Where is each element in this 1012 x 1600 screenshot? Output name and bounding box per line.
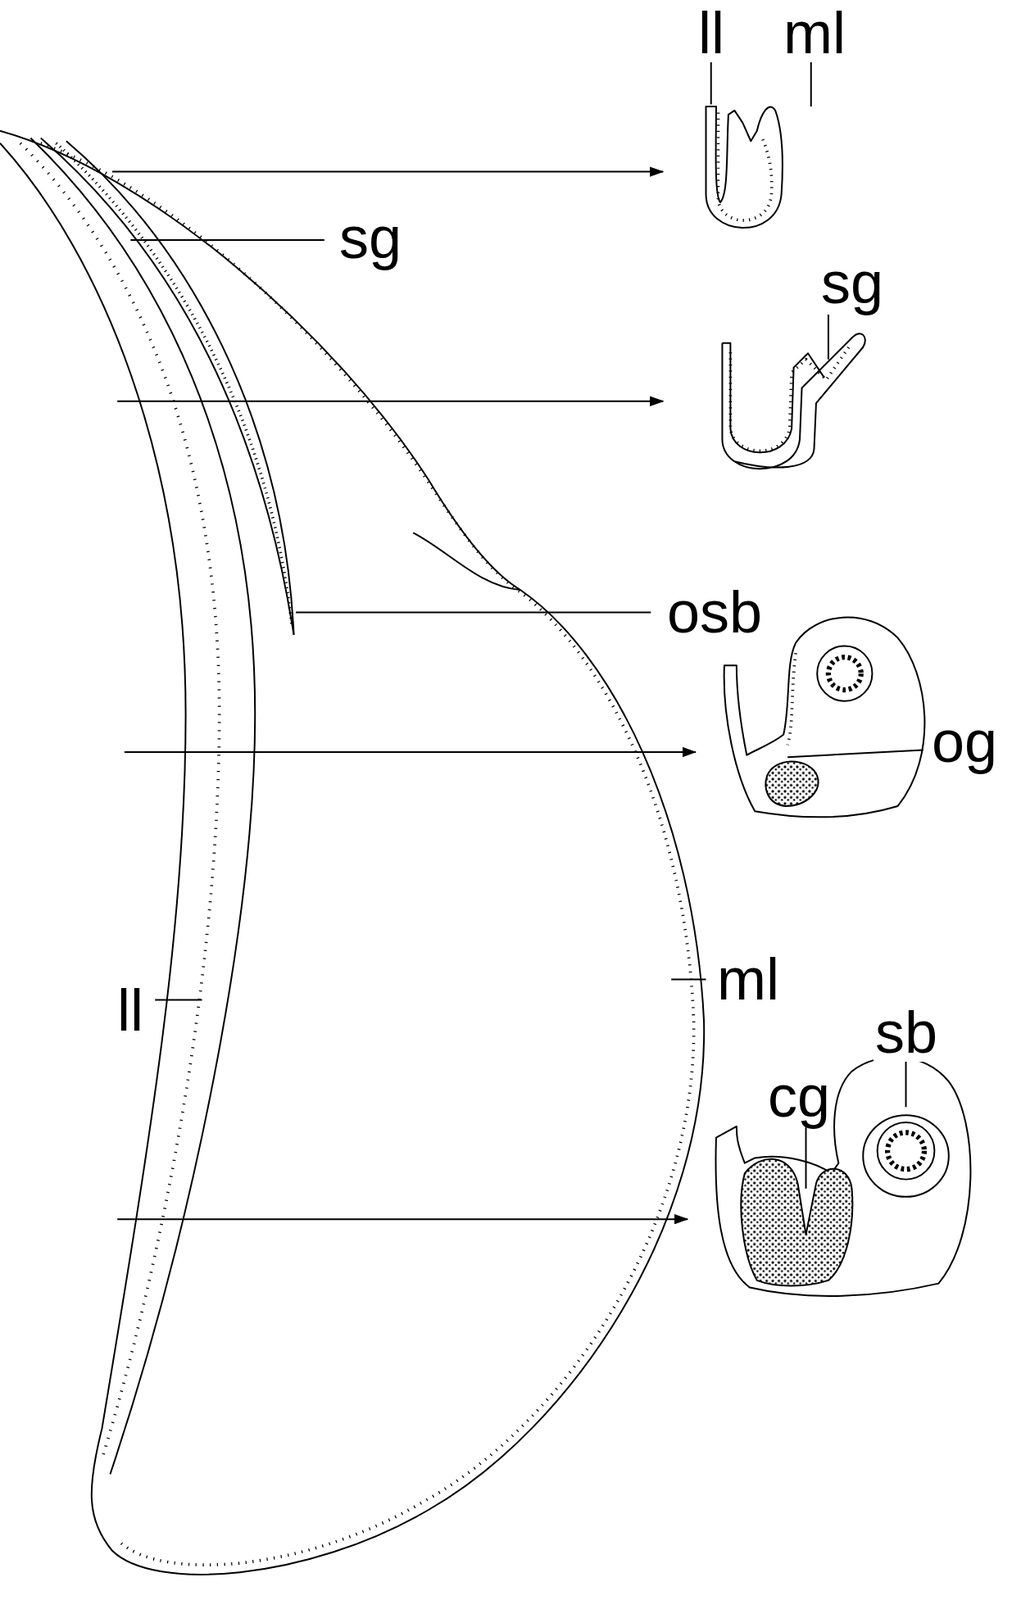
part-label: sg (819, 253, 885, 313)
part-label: ll (115, 980, 146, 1040)
part-label: ml (781, 3, 848, 63)
part-label: ml (715, 949, 781, 1009)
part-label: og (930, 712, 999, 772)
part-label: sg (337, 208, 404, 268)
part-label: sb (873, 1002, 940, 1062)
part-label: cg (766, 1066, 832, 1126)
part-label: osb (665, 582, 764, 642)
part-label: ll (696, 3, 727, 63)
